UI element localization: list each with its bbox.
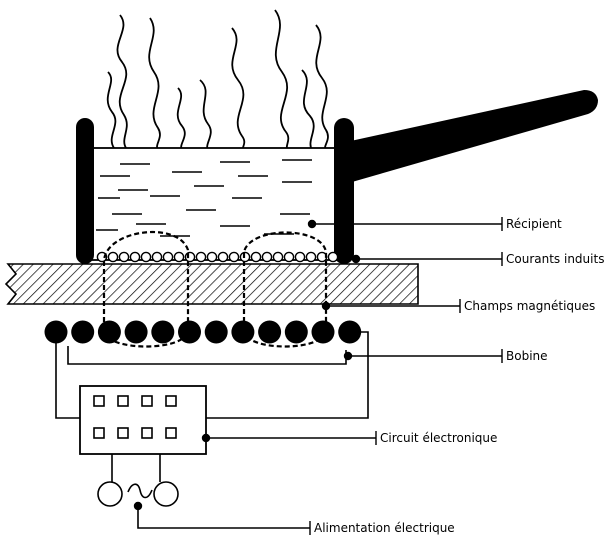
label-recipient: Récipient [506, 217, 562, 231]
induced-current-loop [272, 251, 284, 263]
coil-turn [311, 320, 335, 344]
magnetic-field-loops [102, 230, 328, 348]
electronic-circuit-box [79, 385, 207, 455]
induced-current-loop [107, 251, 119, 263]
pan [76, 90, 598, 264]
water-lines [96, 159, 312, 237]
power-supply [97, 454, 310, 529]
circuit-component [165, 395, 177, 407]
label-magnetic-fields: Champs magnétiques [464, 299, 595, 313]
induced-current-loop [173, 251, 185, 263]
induced-current-loop [140, 251, 152, 263]
label-coil: Bobine [506, 349, 548, 363]
coil-turn [151, 320, 175, 344]
induced-current-loop [162, 251, 174, 263]
induced-current-loop [250, 251, 262, 263]
circuit-component [141, 427, 153, 439]
power-terminal-right [153, 481, 179, 507]
circuit-components [93, 395, 177, 439]
coil-row [44, 320, 362, 344]
induced-current-loop [228, 251, 240, 263]
induced-currents-row [96, 251, 339, 263]
label-induced-currents: Courants induits [506, 252, 604, 266]
induced-current-loop [327, 251, 339, 263]
coil-turn [178, 320, 201, 344]
induced-current-loop [294, 251, 306, 263]
label-power-supply: Alimentation électrique [314, 521, 455, 535]
pan-right-wall [334, 118, 354, 264]
coil-turn [204, 320, 228, 344]
induced-current-loop [217, 251, 229, 263]
induced-current-loop [151, 251, 163, 263]
induced-current-loop [129, 251, 141, 263]
coil-turn [71, 320, 95, 344]
coil-wire [67, 346, 347, 365]
circuit-component [93, 395, 105, 407]
circuit-component [117, 395, 129, 407]
leader-lines [133, 217, 503, 535]
circuit-component [165, 427, 177, 439]
induced-current-loop [184, 251, 196, 263]
induced-current-loop [206, 251, 218, 263]
steam-wisps [106, 9, 329, 151]
pan-left-wall [76, 118, 94, 264]
induced-current-loop [195, 251, 207, 263]
pan-body [91, 147, 339, 261]
circuit-component [141, 395, 153, 407]
induced-current-loop [118, 251, 130, 263]
power-terminal-left [97, 481, 123, 507]
coil-turn [284, 320, 308, 344]
circuit-component [117, 427, 129, 439]
circuit-wires [55, 331, 369, 419]
coil-turn [258, 320, 282, 344]
induced-current-loop [283, 251, 295, 263]
coil-turn [338, 320, 362, 344]
label-electronic-circuit: Circuit électronique [380, 431, 497, 445]
hob-plate [4, 263, 419, 305]
ac-symbol-icon [127, 483, 153, 499]
coil-turn [124, 320, 148, 344]
pan-handle [346, 90, 598, 182]
induced-current-loop [261, 251, 273, 263]
coil-turn [97, 320, 121, 344]
circuit-component [93, 427, 105, 439]
induced-current-loop [305, 251, 317, 263]
coil-turn [231, 320, 255, 344]
